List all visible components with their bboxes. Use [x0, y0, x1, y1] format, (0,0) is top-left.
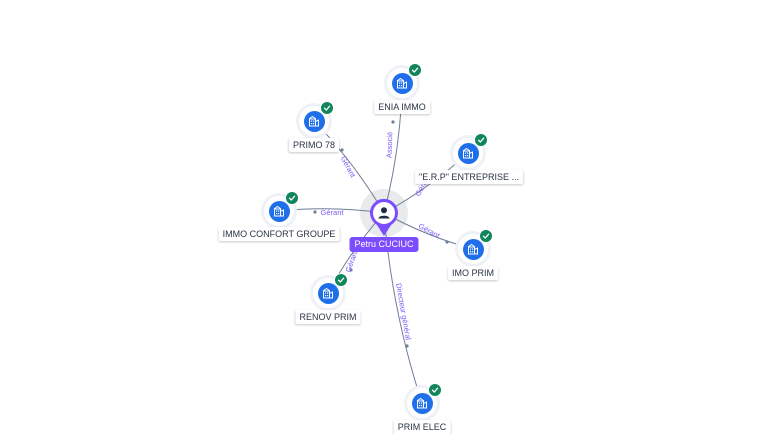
relationship-role-label: Directeur général	[394, 282, 413, 341]
check-icon	[477, 137, 485, 143]
verified-badge	[285, 191, 299, 205]
company-node-renovprim[interactable]	[313, 273, 348, 308]
check-icon	[482, 233, 490, 239]
building-icon	[396, 77, 407, 89]
relationship-role-label: Gérant	[417, 221, 442, 240]
building-icon	[322, 287, 333, 299]
verified-badge	[479, 229, 493, 243]
company-name-label[interactable]: PRIMO 78	[288, 138, 340, 152]
company-icon-badge	[317, 282, 339, 304]
company-name-label[interactable]: ENIA IMMO	[374, 100, 430, 114]
person-name-label: Petru CUCIUC	[349, 237, 419, 252]
company-node-primo78[interactable]	[299, 101, 334, 136]
edge-arrowhead	[313, 210, 317, 214]
verified-badge	[334, 273, 348, 287]
company-node-primelec[interactable]	[407, 383, 442, 418]
check-icon	[431, 387, 439, 393]
company-icon-badge	[391, 72, 413, 94]
verified-badge	[320, 101, 334, 115]
company-name-label[interactable]: RENOV PRIM	[295, 310, 361, 324]
company-node-immoconfort[interactable]	[264, 191, 299, 226]
company-icon-badge	[268, 200, 290, 222]
company-node-enia[interactable]	[387, 63, 422, 98]
check-icon	[337, 277, 345, 283]
company-node-imoprim[interactable]	[458, 229, 493, 264]
company-name-label[interactable]: "E.R.P" ENTREPRISE ...	[415, 170, 523, 184]
building-icon	[467, 243, 478, 255]
building-icon	[416, 397, 427, 409]
check-icon	[323, 105, 331, 111]
edge-arrowhead	[391, 120, 395, 124]
building-icon	[308, 115, 319, 127]
edge-arrowhead	[405, 344, 409, 348]
company-node-erp[interactable]	[453, 133, 488, 168]
verified-badge	[408, 63, 422, 77]
company-icon-badge	[411, 392, 433, 414]
edge-arrowhead	[340, 148, 344, 152]
verified-badge	[428, 383, 442, 397]
person-node[interactable]	[368, 197, 400, 237]
edge-arrowhead	[349, 268, 353, 272]
check-icon	[411, 67, 419, 73]
company-icon-badge	[303, 110, 325, 132]
relationship-role-label: Gérant	[339, 155, 358, 180]
relationship-role-label: Gérant	[321, 208, 345, 217]
building-icon	[273, 205, 284, 217]
person-icon	[378, 207, 390, 219]
company-name-label[interactable]: PRIM ELEC	[393, 420, 451, 434]
edge-arrowhead	[445, 240, 449, 244]
relationship-role-label: Associé	[385, 132, 395, 159]
verified-badge	[474, 133, 488, 147]
company-icon-badge	[462, 238, 484, 260]
relationship-edge-primelec	[383, 212, 423, 404]
check-icon	[288, 195, 296, 201]
company-name-label[interactable]: IMMO CONFORT GROUPE	[218, 227, 340, 241]
company-name-label[interactable]: IMO PRIM	[448, 266, 498, 280]
company-icon-badge	[457, 142, 479, 164]
building-icon	[462, 147, 473, 159]
